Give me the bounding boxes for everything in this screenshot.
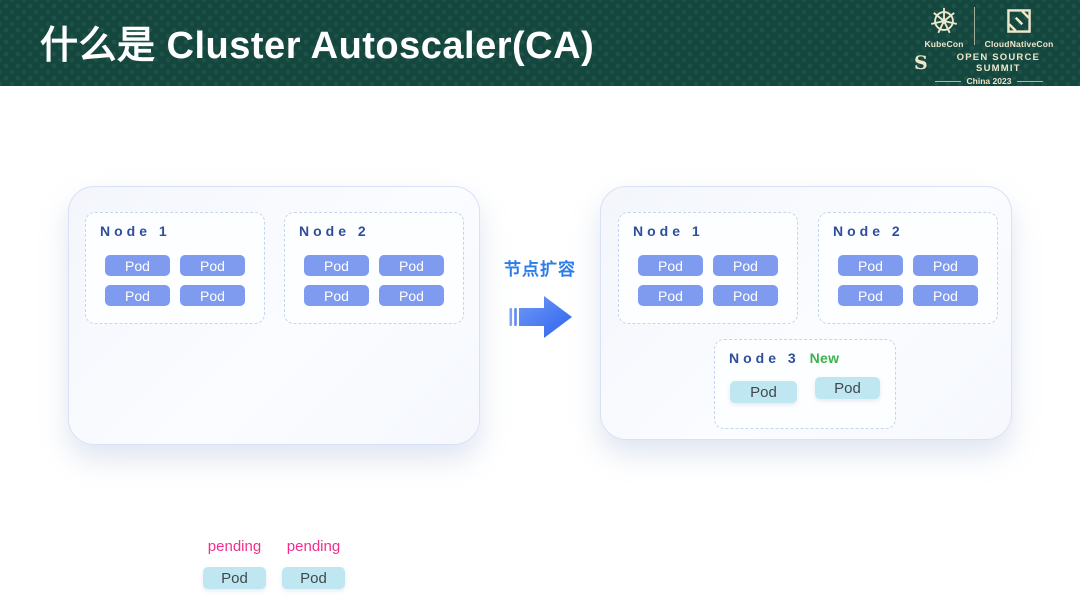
pod-grid: Pod Pod Pod Pod <box>105 255 245 306</box>
new-badge: New <box>809 350 840 366</box>
cloudnativecon-icon <box>1006 5 1032 37</box>
pod-chip: Pod <box>913 285 978 306</box>
new-pod-chip: Pod <box>730 381 797 403</box>
kubecon-logo: KubeCon <box>924 5 963 49</box>
pod-chip: Pod <box>713 255 778 276</box>
node-title: Node 3 New <box>729 350 839 366</box>
pod-grid: Pod Pod Pod Pod <box>304 255 444 306</box>
pod-chip: Pod <box>105 285 170 306</box>
pod-grid: Pod Pod Pod Pod <box>838 255 978 306</box>
kubecon-label: KubeCon <box>924 39 964 49</box>
new-node-box: Node 3 New Pod Pod <box>714 339 896 429</box>
node-title: Node 2 <box>299 223 370 239</box>
edition-dash-left <box>934 80 961 82</box>
cluster-after: Node 1 Pod Pod Pod Pod Node 2 Pod Pod Po… <box>600 186 1012 440</box>
pod-chip: Pod <box>913 255 978 276</box>
node-title: Node 1 <box>100 223 171 239</box>
node-box: Node 2 Pod Pod Pod Pod <box>284 212 464 324</box>
pending-pod-chip: Pod <box>282 567 345 589</box>
slide-header: 什么是 Cluster Autoscaler(CA) <box>0 0 1080 86</box>
pod-chip: Pod <box>838 255 903 276</box>
node-box: Node 2 Pod Pod Pod Pod <box>818 212 998 324</box>
node-box: Node 1 Pod Pod Pod Pod <box>85 212 265 324</box>
node-title: Node 1 <box>633 223 704 239</box>
pending-status-label: pending <box>286 538 341 555</box>
pending-pod: pending Pod <box>203 538 266 589</box>
arrow-right-icon <box>509 296 572 338</box>
pod-chip: Pod <box>638 285 703 306</box>
pod-chip: Pod <box>180 255 245 276</box>
open-source-summit-row: S OPEN SOURCE SUMMIT <box>914 52 1064 74</box>
edition-dash-right <box>1017 80 1044 82</box>
cluster-before: Node 1 Pod Pod Pod Pod Node 2 Pod Pod Po… <box>68 186 480 589</box>
summit-s-icon: S <box>914 52 928 74</box>
page-title: 什么是 Cluster Autoscaler(CA) <box>40 25 595 67</box>
edition-row: China 2023 <box>914 76 1064 86</box>
scale-out-transition: 节点扩容 <box>496 255 584 346</box>
pod-chip: Pod <box>379 255 444 276</box>
pod-chip: Pod <box>304 285 369 306</box>
node-box: Node 1 Pod Pod Pod Pod <box>618 212 798 324</box>
pod-chip: Pod <box>105 255 170 276</box>
cloudnativecon-label: CloudNativeCon <box>984 39 1054 49</box>
pod-chip: Pod <box>379 285 444 306</box>
pod-chip: Pod <box>638 255 703 276</box>
node-title: Node 2 <box>833 223 904 239</box>
pod-grid: Pod Pod Pod Pod <box>638 255 778 306</box>
cloudnativecon-logo: CloudNativeCon <box>985 5 1054 49</box>
pod-chip: Pod <box>304 255 369 276</box>
new-pod-chip: Pod <box>815 377 880 399</box>
transition-label: 节点扩容 <box>504 260 576 279</box>
pending-status-label: pending <box>207 538 262 555</box>
summit-label: OPEN SOURCE SUMMIT <box>956 52 1041 74</box>
pod-chip: Pod <box>713 285 778 306</box>
pending-pod-chip: Pod <box>203 567 266 589</box>
new-node-title: Node 3 <box>729 350 800 366</box>
pod-chip: Pod <box>180 285 245 306</box>
kubernetes-helm-icon <box>929 5 959 37</box>
event-logos: KubeCon CloudNativeCon S OPEN SOURCE SUM… <box>914 5 1064 86</box>
edition-label: China 2023 <box>966 76 1012 86</box>
pod-chip: Pod <box>838 285 903 306</box>
pending-pod: pending Pod <box>282 538 345 589</box>
logo-divider <box>973 7 975 45</box>
conference-logo-row: KubeCon CloudNativeCon <box>914 5 1064 49</box>
